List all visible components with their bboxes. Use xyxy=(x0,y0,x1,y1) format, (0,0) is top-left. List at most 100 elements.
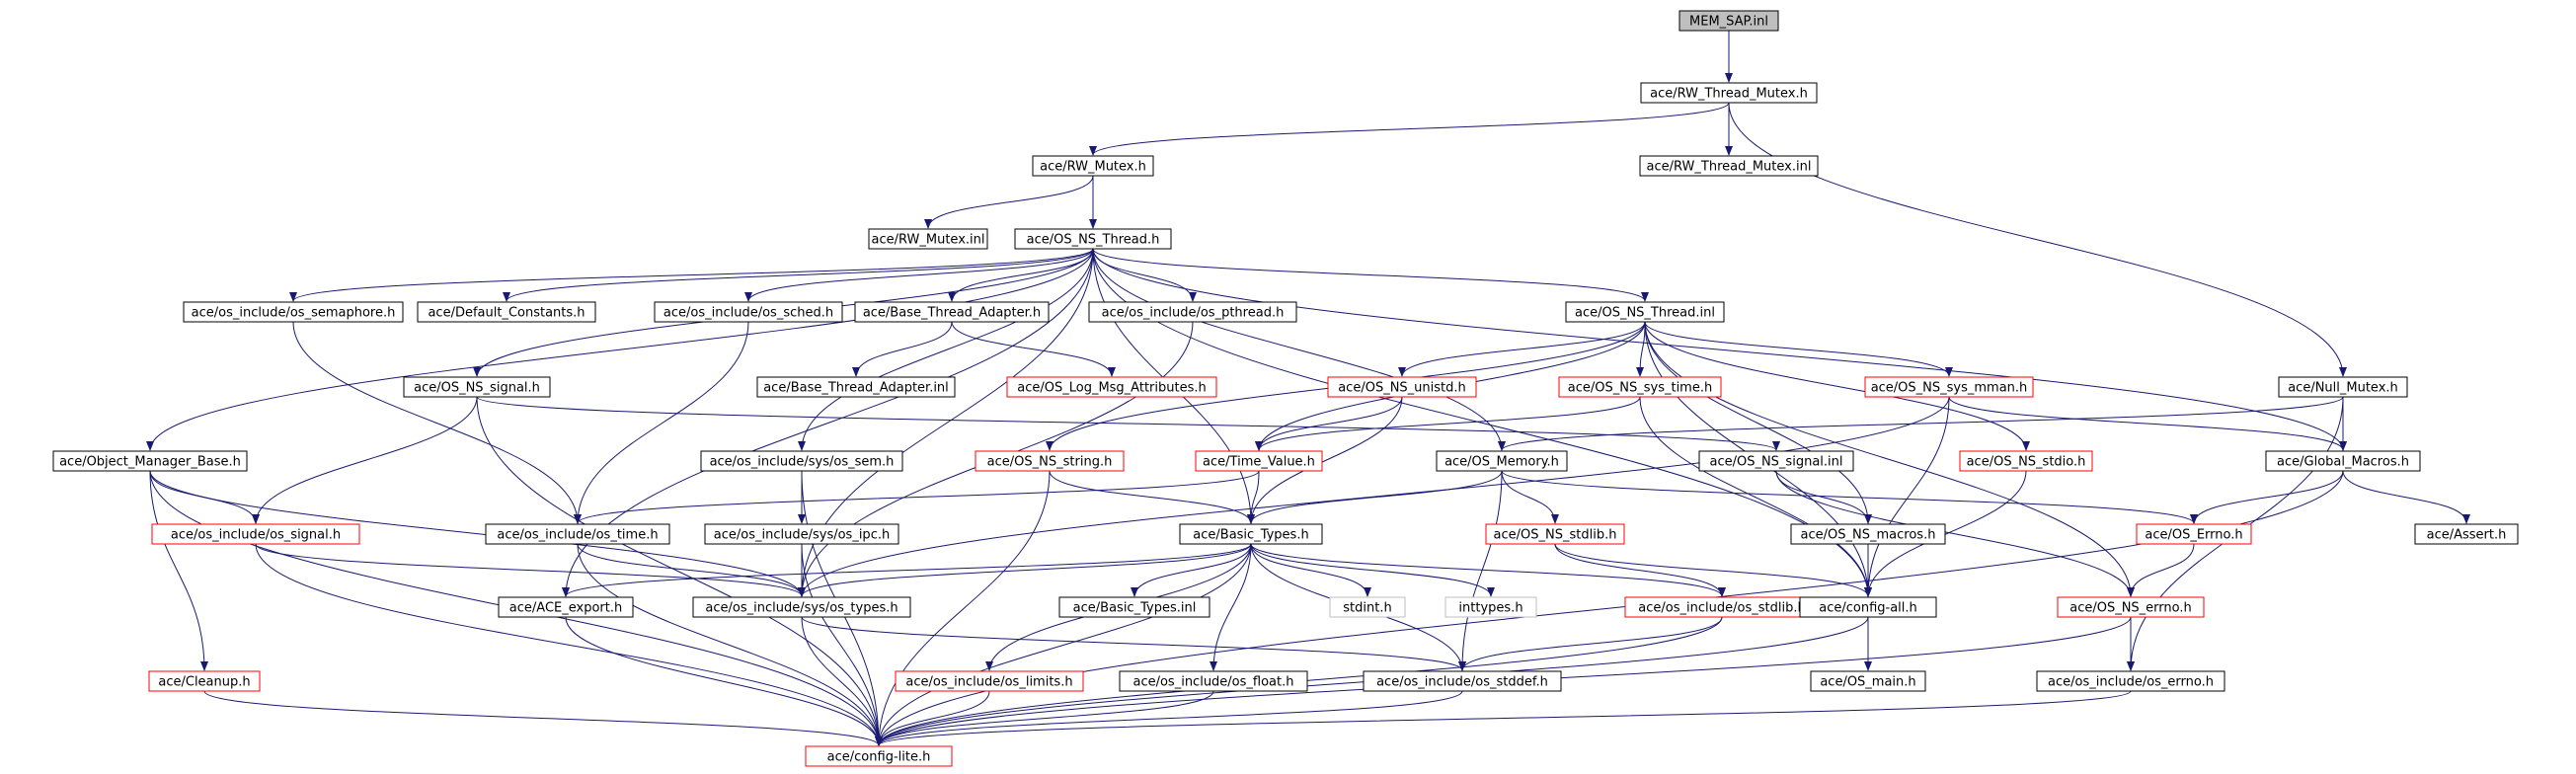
node-base_thread_adapter_h[interactable]: ace/Base_Thread_Adapter.h xyxy=(854,301,1050,323)
node-os_stdlib_h[interactable]: ace/os_include/os_stdlib.h xyxy=(1624,596,1820,618)
node-time_value_h[interactable]: ace/Time_Value.h xyxy=(1195,450,1323,472)
node-object_manager_base_h[interactable]: ace/Object_Manager_Base.h xyxy=(52,450,248,472)
node-null_mutex_h[interactable]: ace/Null_Mutex.h xyxy=(2278,376,2408,398)
node-label: MEM_SAP.inl xyxy=(1689,15,1768,30)
node-default_constants_h[interactable]: ace/Default_Constants.h xyxy=(417,301,596,323)
edge-os_ns_thread_h-to-os_semaphore_h xyxy=(289,248,1094,302)
node-os_main_h[interactable]: ace/OS_main.h xyxy=(1810,670,1926,692)
node-label: ace/OS_NS_Thread.inl xyxy=(1575,306,1715,321)
node-os_ns_macros_h[interactable]: ace/OS_NS_macros.h xyxy=(1790,523,1946,545)
node-config_all_h[interactable]: ace/config-all.h xyxy=(1799,596,1937,618)
node-label: ace/Null_Mutex.h xyxy=(2288,381,2398,396)
node-box xyxy=(868,228,988,250)
node-assert_h[interactable]: ace/Assert.h xyxy=(2414,523,2519,545)
node-box xyxy=(1329,596,1406,618)
edge-os_ns_thread_inl-to-os_ns_unistd_h xyxy=(1398,321,1646,377)
node-os_time_h[interactable]: ace/os_include/os_time.h xyxy=(485,523,670,545)
node-label: ace/Base_Thread_Adapter.h xyxy=(863,306,1041,321)
node-rw_thread_mutex_inl[interactable]: ace/RW_Thread_Mutex.inl xyxy=(1639,155,1819,177)
edge-os_time_h-to-config_lite_h xyxy=(577,543,883,746)
node-label: ace/RW_Thread_Mutex.h xyxy=(1650,87,1808,102)
node-label: ace/os_include/os_float.h xyxy=(1132,675,1293,690)
node-os_signal_h[interactable]: ace/os_include/os_signal.h xyxy=(151,523,360,545)
node-os_ns_stdio_h[interactable]: ace/OS_NS_stdio.h xyxy=(1959,450,2093,472)
node-box xyxy=(854,301,1050,323)
edge-os_ns_thread_inl-to-os_ns_macros_h xyxy=(1644,321,1872,524)
edge-os_ns_unistd_h-to-time_value_h xyxy=(1255,396,1403,451)
node-box xyxy=(1363,670,1562,692)
node-ace_export_h[interactable]: ace/ACE_export.h xyxy=(498,596,634,618)
node-os_ns_errno_h[interactable]: ace/OS_NS_errno.h xyxy=(2057,596,2205,618)
node-label: ace/Default_Constants.h xyxy=(428,306,585,321)
node-os_limits_h[interactable]: ace/os_include/os_limits.h xyxy=(895,670,1084,692)
node-base_thread_adapter_inl[interactable]: ace/Base_Thread_Adapter.inl xyxy=(756,376,956,398)
node-box xyxy=(148,670,261,692)
edge-os_ns_signal_h-to-os_signal_h xyxy=(252,396,478,524)
node-os_stddef_h[interactable]: ace/os_include/os_stddef.h xyxy=(1363,670,1562,692)
node-os_ns_sys_mman_h[interactable]: ace/OS_NS_sys_mman.h xyxy=(1864,376,2034,398)
node-rw_thread_mutex_h[interactable]: ace/RW_Thread_Mutex.h xyxy=(1640,82,1818,104)
node-box xyxy=(1119,670,1308,692)
node-os_ns_stdlib_h[interactable]: ace/OS_NS_stdlib.h xyxy=(1485,523,1625,545)
node-label: ace/Time_Value.h xyxy=(1203,455,1315,470)
edge-os_ns_thread_h-to-object_manager_base_h xyxy=(146,248,1094,451)
edge-os_ns_stdlib_h-to-config_all_h xyxy=(1554,543,1872,597)
node-os_log_msg_attributes_h[interactable]: ace/OS_Log_Msg_Attributes.h xyxy=(1006,376,1217,398)
node-label: ace/os_include/os_pthread.h xyxy=(1102,306,1285,321)
edge-os_errno_h-to-config_lite_h xyxy=(875,690,2132,746)
node-os_errno_h_ace[interactable]: ace/OS_Errno.h xyxy=(2136,523,2252,545)
node-label: ace/os_include/sys/os_ipc.h xyxy=(714,528,890,543)
node-label: ace/os_include/os_semaphore.h xyxy=(192,306,396,321)
node-box xyxy=(1014,228,1172,250)
node-box xyxy=(2278,376,2408,398)
node-os_ns_unistd_h[interactable]: ace/OS_NS_unistd.h xyxy=(1327,376,1477,398)
node-os_types_h[interactable]: ace/os_include/sys/os_types.h xyxy=(692,596,911,618)
node-label: ace/os_include/sys/os_sem.h xyxy=(710,455,895,470)
node-os_pthread_h[interactable]: ace/os_include/os_pthread.h xyxy=(1088,301,1297,323)
node-global_macros_h[interactable]: ace/Global_Macros.h xyxy=(2265,450,2421,472)
node-os_ns_string_h[interactable]: ace/OS_NS_string.h xyxy=(975,450,1125,472)
node-label: ace/OS_NS_errno.h xyxy=(2069,601,2192,616)
node-rw_mutex_h[interactable]: ace/RW_Mutex.h xyxy=(1032,155,1154,177)
edge-os_ns_thread_h-to-os_sched_h xyxy=(744,248,1094,302)
edge-basic_types_h-to-stdint_h xyxy=(1250,543,1371,597)
node-config_lite_h[interactable]: ace/config-lite.h xyxy=(805,745,953,767)
node-box xyxy=(1006,376,1217,398)
node-label: ace/Basic_Types.h xyxy=(1193,528,1308,543)
node-rw_mutex_inl[interactable]: ace/RW_Mutex.inl xyxy=(868,228,988,250)
node-stdint_h: stdint.h xyxy=(1329,596,1406,618)
edge-object_manager_base_h-to-os_types_h xyxy=(149,470,806,597)
node-os_ns_thread_inl[interactable]: ace/OS_NS_Thread.inl xyxy=(1565,301,1725,323)
node-mem_sap[interactable]: MEM_SAP.inl xyxy=(1678,10,1779,32)
node-os_ns_thread_h[interactable]: ace/OS_NS_Thread.h xyxy=(1014,228,1172,250)
node-label: ace/OS_main.h xyxy=(1820,675,1915,690)
edge-base_thread_adapter_h-to-os_log_msg_attributes_h xyxy=(951,321,1116,377)
node-os_sem_h[interactable]: ace/os_include/sys/os_sem.h xyxy=(700,450,903,472)
node-label: ace/Base_Thread_Adapter.inl xyxy=(763,381,949,396)
node-box xyxy=(756,376,956,398)
node-box xyxy=(1864,376,2034,398)
node-box xyxy=(1640,82,1818,104)
node-os_ipc_h[interactable]: ace/os_include/sys/os_ipc.h xyxy=(704,523,899,545)
node-os_ns_signal_h[interactable]: ace/OS_NS_signal.h xyxy=(403,376,551,398)
edge-os_ns_thread_h-to-os_memory_h xyxy=(1092,248,1506,451)
node-os_sched_h[interactable]: ace/os_include/os_sched.h xyxy=(654,301,843,323)
node-cleanup_h[interactable]: ace/Cleanup.h xyxy=(148,670,261,692)
node-basic_types_inl[interactable]: ace/Basic_Types.inl xyxy=(1058,596,1210,618)
node-os_memory_h[interactable]: ace/OS_Memory.h xyxy=(1436,450,1568,472)
node-os_semaphore_h[interactable]: ace/os_include/os_semaphore.h xyxy=(183,301,404,323)
node-os_float_h[interactable]: ace/os_include/os_float.h xyxy=(1119,670,1308,692)
node-basic_types_h[interactable]: ace/Basic_Types.h xyxy=(1179,523,1323,545)
node-box xyxy=(654,301,843,323)
node-os_errno_h[interactable]: ace/os_include/os_errno.h xyxy=(2036,670,2225,692)
edge-basic_types_h-to-os_float_h xyxy=(1210,543,1252,671)
node-os_ns_sys_time_h[interactable]: ace/OS_NS_sys_time.h xyxy=(1558,376,1722,398)
node-label: ace/OS_NS_sys_mman.h xyxy=(1871,381,2028,396)
node-os_ns_signal_inl[interactable]: ace/OS_NS_signal.inl xyxy=(1698,450,1854,472)
node-box xyxy=(403,376,551,398)
node-box xyxy=(151,523,360,545)
edge-os_ns_sys_time_h-to-time_value_h xyxy=(1255,396,1641,451)
node-label: ace/config-lite.h xyxy=(827,750,931,765)
edge-os_ns_thread_h-to-global_macros_h xyxy=(1092,248,2347,451)
node-box xyxy=(1698,450,1854,472)
